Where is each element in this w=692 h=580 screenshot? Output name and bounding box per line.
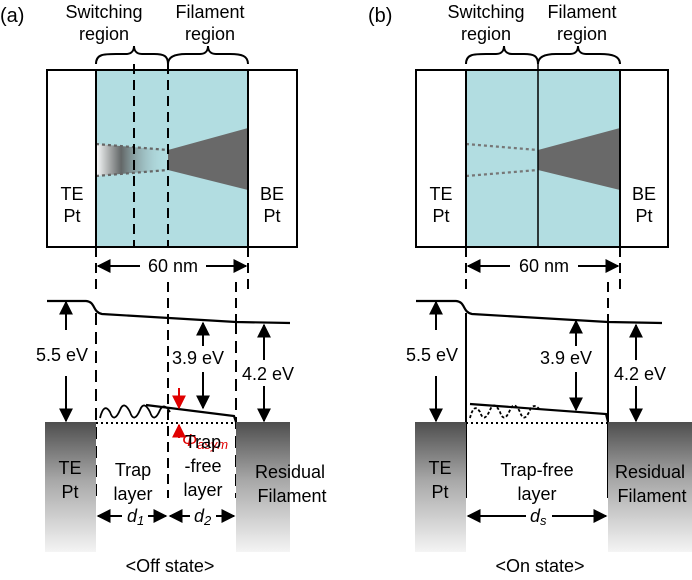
residual-filament-metal-b xyxy=(608,422,692,552)
te-label-b: TE xyxy=(429,184,452,204)
width-label-b: 60 nm xyxy=(519,256,569,276)
filament-region-label-b-2: region xyxy=(557,24,607,44)
conduction-band-edge-a xyxy=(145,403,238,423)
te-label-a: TE xyxy=(60,184,83,204)
off-state-caption: <Off state> xyxy=(126,556,215,576)
phi-asym-label-a: Φasym xyxy=(182,430,228,452)
te-band-label-a: TE xyxy=(58,458,81,478)
on-state-caption: <On state> xyxy=(495,556,584,576)
residual-filament-metal-a xyxy=(236,422,290,552)
filament-edge-bottom-b xyxy=(465,168,539,178)
filament-edge-top-b xyxy=(465,142,539,152)
switching-brace-a xyxy=(95,45,169,65)
vacuum-level-b xyxy=(416,299,663,325)
te-band-label-b: TE xyxy=(428,458,451,478)
panel-a: (a) Switching region Filament region TE … xyxy=(0,2,327,576)
energy-5-5-a: 5.5 eV xyxy=(36,345,88,365)
panel-b-label: (b) xyxy=(368,5,392,27)
be-pt-label-a: Pt xyxy=(263,206,280,226)
trap-layer-label-a-2: layer xyxy=(113,484,152,504)
trap-free-label-b: Trap-free xyxy=(500,460,573,480)
d2-label-a: d2 xyxy=(194,506,212,528)
te-metal-a xyxy=(45,422,96,552)
filament-brace-a xyxy=(167,45,249,65)
residual-label-a-2: Filament xyxy=(257,486,326,506)
residual-label-b: Residual xyxy=(615,462,685,482)
trap-free-label-a: Trap xyxy=(185,432,221,452)
filament-brace-b xyxy=(537,45,621,65)
residual-label-b-2: Filament xyxy=(617,486,686,506)
panel-a-label: (a) xyxy=(0,5,24,27)
switching-region-label-b: Switching xyxy=(447,2,524,22)
te-band-pt-label-a: Pt xyxy=(61,482,78,502)
ds-label-b: ds xyxy=(530,506,547,528)
energy-5-5-b: 5.5 eV xyxy=(406,345,458,365)
energy-3-9-b: 3.9 eV xyxy=(540,348,592,368)
switching-brace-b xyxy=(465,45,539,65)
d1-label-a: d1 xyxy=(127,506,144,528)
trap-states-a xyxy=(99,404,171,419)
te-metal-b xyxy=(415,422,466,552)
switching-region-label-a: Switching xyxy=(65,2,142,22)
filament-region-label-a-2: region xyxy=(185,24,235,44)
filament-a xyxy=(168,128,248,190)
filament-edge-top-a xyxy=(95,142,169,152)
te-band-pt-label-b: Pt xyxy=(431,482,448,502)
width-label-a: 60 nm xyxy=(148,256,198,276)
be-label-a: BE xyxy=(260,184,284,204)
residual-label-a: Residual xyxy=(255,462,325,482)
panel-b: (b) Switching region Filament region TE … xyxy=(368,2,692,576)
trap-free-label-a-2: -free xyxy=(184,456,221,476)
te-pt-label-a: Pt xyxy=(63,206,80,226)
filament-region-label-b: Filament xyxy=(547,2,616,22)
be-pt-label-b: Pt xyxy=(635,206,652,226)
vacuum-level-a xyxy=(47,299,291,325)
conduction-band-edge-b xyxy=(469,402,610,423)
filament-region-label-a: Filament xyxy=(175,2,244,22)
switching-region-label-b-2: region xyxy=(461,24,511,44)
te-pt-label-b: Pt xyxy=(432,206,449,226)
energy-4-2-a: 4.2 eV xyxy=(242,364,294,384)
trap-layer-label-a: Trap xyxy=(115,460,151,480)
switching-region-label-a-2: region xyxy=(79,24,129,44)
trap-free-label-a-3: layer xyxy=(183,480,222,500)
filament-edge-bottom-a xyxy=(95,168,169,178)
trap-free-label-b-2: layer xyxy=(517,484,556,504)
be-label-b: BE xyxy=(632,184,656,204)
energy-4-2-b: 4.2 eV xyxy=(614,364,666,384)
trap-states-b xyxy=(469,404,541,419)
energy-3-9-a: 3.9 eV xyxy=(172,348,224,368)
filament-b xyxy=(538,128,620,190)
filament-tip-a xyxy=(96,144,168,176)
